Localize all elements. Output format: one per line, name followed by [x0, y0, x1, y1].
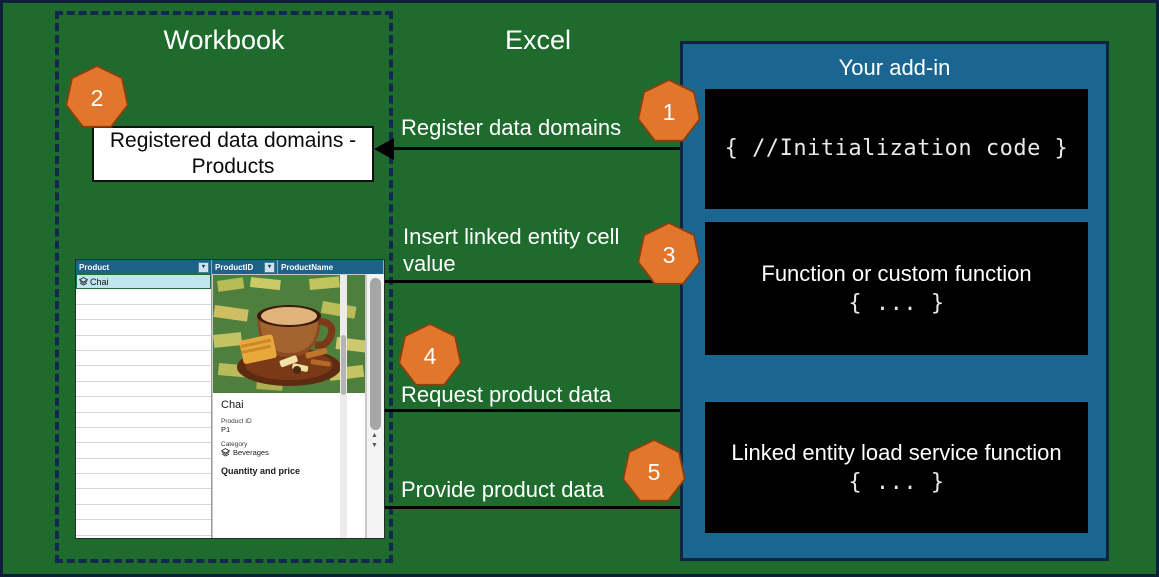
tea-cup-photo — [213, 275, 365, 393]
excel-empty-row[interactable] — [76, 474, 211, 490]
step-badge-1: 1 — [639, 81, 699, 140]
linked-entity-icon — [79, 277, 88, 286]
flow-label-step1: Register data domains — [401, 115, 622, 140]
filter-dropdown-icon-productid[interactable]: ▾ — [264, 261, 275, 273]
excel-column-header-product-label: Product — [79, 262, 110, 272]
excel-empty-row[interactable] — [76, 320, 211, 336]
addin-label: Your add-in — [838, 55, 951, 80]
excel-grid-body: Chai — [76, 274, 384, 538]
excel-column-header-productid-label: ProductID — [215, 262, 254, 272]
entity-card-title: Chai — [221, 399, 244, 411]
excel-empty-row[interactable] — [76, 397, 211, 413]
addin-panel: Your add-in { //Initialization code } Fu… — [680, 41, 1109, 561]
excel-scrollbar-thumb[interactable] — [370, 278, 381, 430]
entity-card-body: Chai Product ID P1 Category Beverages Qu… — [213, 393, 365, 482]
arrow-step1-line — [393, 147, 703, 150]
excel-label: Excel — [504, 25, 572, 55]
code-box-3-line1: Linked entity load service function — [731, 439, 1062, 465]
entity-card-scrollbar-thumb[interactable] — [341, 335, 346, 395]
excel-empty-row[interactable] — [76, 382, 211, 398]
excel-header-row: Product ▾ ProductID ▾ ProductName — [76, 260, 384, 274]
code-box-2-line1: Function or custom function — [761, 260, 1032, 286]
arrow-step4-line — [375, 409, 695, 412]
registered-data-domains-text: Registered data domains - Products — [109, 129, 357, 178]
entity-card-value-category-row: Beverages — [221, 448, 357, 457]
code-box-2-line2: { ... } — [848, 290, 945, 316]
code-box-function: Function or custom function { ... } — [705, 222, 1088, 355]
registered-data-domains-box: Registered data domains - Products — [92, 126, 374, 182]
workbook-region — [55, 11, 393, 563]
code-box-load-service: Linked entity load service function { ..… — [705, 402, 1088, 533]
filter-dropdown-icon-product[interactable]: ▾ — [198, 261, 209, 273]
entity-card-key-product-id: Product ID — [221, 418, 252, 425]
excel-column-header-productname[interactable]: ProductName — [278, 260, 384, 274]
step-badge-3: 3 — [639, 224, 699, 283]
flow-label-step5: Provide product data — [401, 477, 605, 502]
excel-selected-cell-text: Chai — [90, 276, 109, 287]
excel-empty-row[interactable] — [76, 428, 211, 444]
step-badge-2: 2 — [67, 67, 127, 126]
excel-empty-row[interactable] — [76, 443, 211, 459]
excel-product-column: Chai — [76, 274, 212, 538]
excel-empty-row[interactable] — [76, 413, 211, 428]
linked-entity-card: Chai Product ID P1 Category Beverages Qu… — [212, 274, 366, 538]
excel-column-header-product[interactable]: Product ▾ — [76, 260, 212, 274]
entity-card-key-category: Category — [221, 441, 248, 448]
scroll-down-icon[interactable]: ▼ — [371, 442, 378, 449]
excel-empty-row[interactable] — [76, 366, 211, 382]
excel-empty-row[interactable] — [76, 305, 211, 321]
excel-empty-row[interactable] — [76, 459, 211, 475]
linked-entity-icon-category — [221, 448, 230, 457]
entity-card-photo — [213, 275, 365, 393]
arrow-step3-line — [128, 280, 703, 283]
arrow-step5-line — [333, 506, 703, 509]
excel-empty-row[interactable] — [76, 289, 211, 305]
excel-empty-row[interactable] — [76, 489, 211, 505]
code-box-3-line2: { ... } — [848, 469, 945, 495]
excel-column-header-productid[interactable]: ProductID ▾ — [212, 260, 278, 274]
code-box-1-line2: { //Initialization code } — [724, 136, 1069, 161]
excel-empty-row[interactable] — [76, 351, 211, 367]
code-box-initialization: { //Initialization code } — [705, 89, 1088, 209]
excel-column-header-productname-label: ProductName — [281, 262, 334, 272]
excel-empty-row[interactable] — [76, 520, 211, 536]
arrow-step1-head — [374, 138, 394, 160]
excel-selected-cell-chai[interactable]: Chai — [76, 274, 211, 290]
workbook-label: Workbook — [163, 25, 285, 55]
entity-card-value-product-id: P1 — [221, 425, 231, 434]
excel-vertical-scrollbar[interactable]: ▲ ▼ — [366, 274, 384, 538]
entity-card-value-category: Beverages — [233, 448, 269, 457]
step-badge-4: 4 — [400, 325, 460, 384]
flow-label-step4: Request product data — [401, 382, 612, 407]
excel-empty-row[interactable] — [76, 505, 211, 521]
excel-worksheet-mock: Product ▾ ProductID ▾ ProductName — [75, 259, 385, 539]
step-badge-5: 5 — [624, 441, 684, 500]
scroll-up-icon[interactable]: ▲ — [371, 432, 378, 439]
entity-card-scrollbar[interactable] — [340, 275, 347, 538]
flow-label-step3: Insert linked entity cell value — [403, 224, 620, 276]
excel-empty-row[interactable] — [76, 336, 211, 351]
entity-card-section-quantity-price: Quantity and price — [221, 466, 301, 476]
